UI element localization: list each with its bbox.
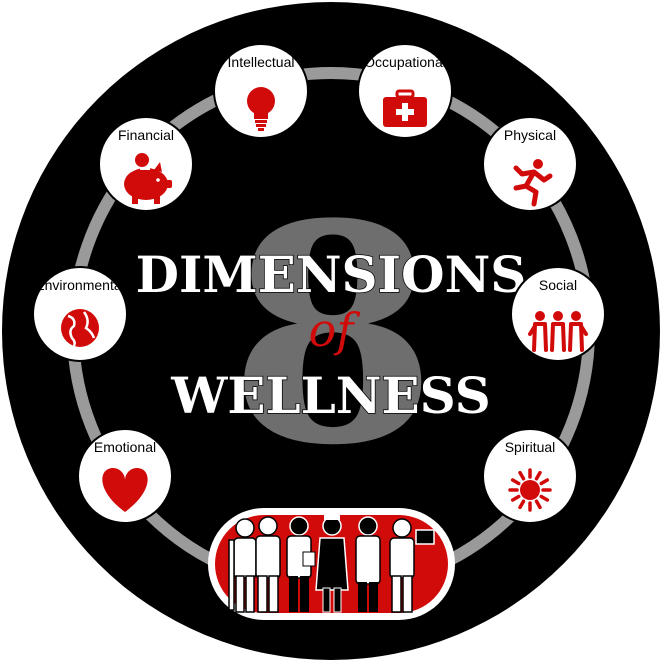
dimension-label: Spiritual bbox=[505, 439, 556, 455]
running-person-icon bbox=[513, 159, 553, 207]
dimension-label: Intellectual bbox=[228, 54, 295, 70]
title-line-2: WELLNESS bbox=[170, 366, 491, 425]
sun-icon bbox=[508, 468, 552, 512]
piggy-bank-icon bbox=[124, 153, 172, 204]
dimension-label: Physical bbox=[504, 127, 556, 143]
dimension-label: Emotional bbox=[94, 439, 156, 455]
big-number-eight: 8 bbox=[229, 158, 438, 511]
dimension-label: Financial bbox=[118, 127, 174, 143]
dimension-node-emotional: Emotional bbox=[77, 428, 173, 524]
dimension-label: Environmental bbox=[35, 277, 125, 293]
first-aid-kit-icon bbox=[383, 89, 427, 127]
title-line-1: DIMENSIONS bbox=[136, 245, 527, 304]
healthcare-team-badge bbox=[208, 508, 455, 620]
dimension-label: Occupational bbox=[364, 54, 446, 70]
dimension-node-social: Social bbox=[510, 266, 606, 362]
healthcare-team-icon bbox=[228, 514, 435, 613]
globe-icon bbox=[61, 309, 99, 347]
title-connector: of bbox=[309, 303, 361, 357]
dimension-node-financial: Financial bbox=[98, 116, 194, 212]
dimension-node-intellectual: Intellectual bbox=[213, 43, 309, 139]
heart-icon bbox=[102, 468, 148, 512]
people-holding-hands-icon bbox=[528, 311, 588, 352]
dimension-node-environmental: Environmental bbox=[32, 266, 128, 362]
lightbulb-icon bbox=[247, 87, 275, 131]
dimension-node-spiritual: Spiritual bbox=[482, 428, 578, 524]
dimension-node-occupational: Occupational bbox=[357, 43, 453, 139]
dimension-node-physical: Physical bbox=[482, 116, 578, 212]
dimension-label: Social bbox=[539, 277, 577, 293]
